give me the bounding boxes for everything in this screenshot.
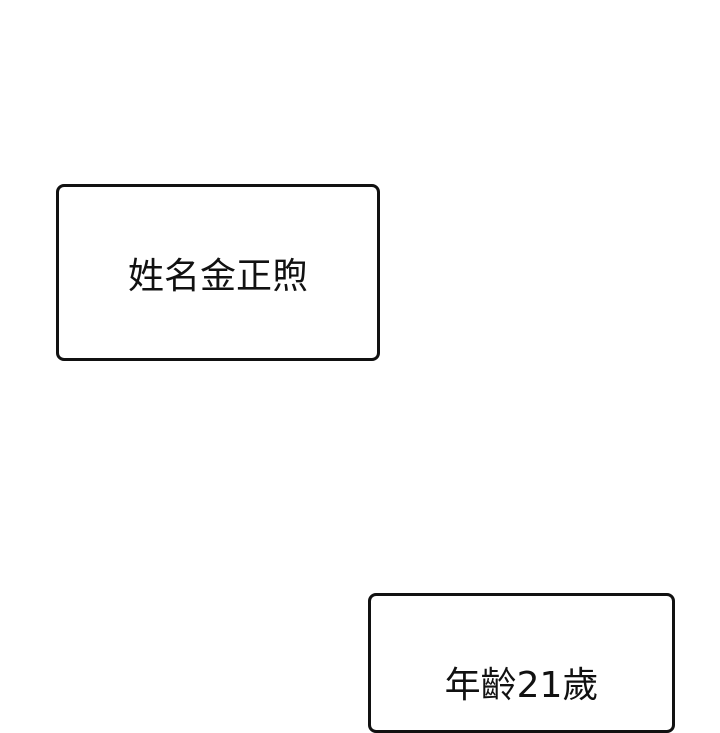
caption-text-name: 姓名金正煦 xyxy=(127,255,308,297)
caption-box-age: 年齡21歲 xyxy=(368,593,675,733)
caption-box-name: 姓名金正煦 xyxy=(56,184,380,361)
caption-text-age: 年齡21歲 xyxy=(444,665,599,706)
